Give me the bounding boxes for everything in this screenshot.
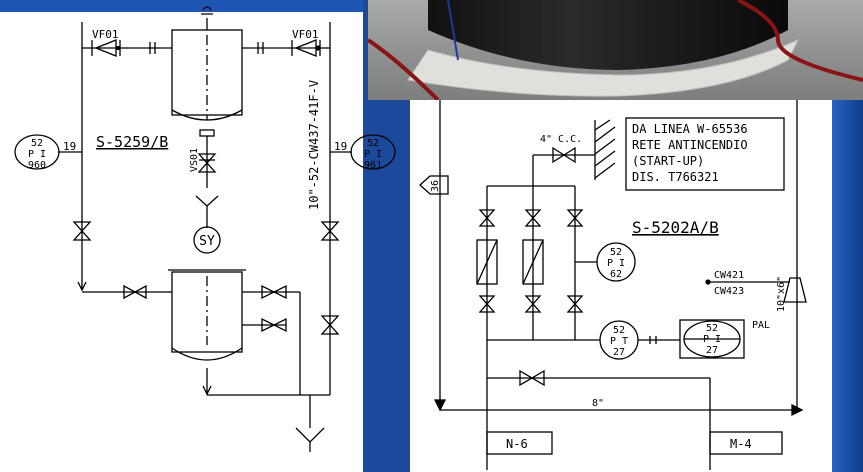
equipment-label-left: S-5259/B [96, 133, 168, 151]
pi-62-fn: P I [607, 258, 625, 269]
note-line-4: DIS. T766321 [632, 170, 719, 184]
check-valve-right [291, 39, 321, 57]
pipe-cc-label: 4" C.C. [540, 134, 582, 145]
pi-960-loop: 52 [31, 138, 43, 149]
equipment-label-right: S-5202A/B [632, 218, 719, 237]
pi-62-loop: 52 [610, 247, 622, 258]
valve-tag-right: VF01 [292, 28, 319, 41]
pi-27-tag: 27 [706, 345, 718, 356]
note-box [625, 117, 785, 191]
box-n6-label: N-6 [506, 437, 528, 451]
arrow-tag-36 [419, 175, 449, 195]
pt-27-fn: P T [610, 336, 628, 347]
sy-circle [193, 226, 221, 254]
drain-tag: VS01 [189, 148, 200, 172]
box-n6 [486, 431, 553, 455]
reducer-size: 10"x6" [776, 276, 787, 312]
top-band [0, 0, 363, 12]
arrow-tag-text: 36 [430, 180, 441, 192]
blue-side-stripe [832, 100, 863, 472]
check-valve-left [91, 39, 121, 57]
pi-960-tag: 960 [28, 160, 46, 171]
note-line-2: RETE ANTINCENDIO [632, 138, 748, 152]
pi-62-bubble [596, 242, 636, 282]
header-size: 8" [592, 398, 604, 409]
tank-photo [368, 0, 863, 100]
pi-960-bubble [14, 134, 60, 170]
pal-label: PAL [752, 320, 770, 331]
cw-a-label: CW421 [714, 270, 744, 281]
valve-tag-left: VF01 [92, 28, 119, 41]
pi-961-fn: P I [364, 149, 382, 160]
pipe-spec: 10"-52-CW437-41F-V [307, 80, 321, 210]
note-line-3: (START-UP) [632, 154, 704, 168]
pi-27-box [679, 319, 745, 359]
pi-961-loop: 52 [367, 138, 379, 149]
box-m4-label: M-4 [730, 437, 752, 451]
note-line-1: DA LINEA W-65536 [632, 122, 748, 136]
pi-960-fn: P I [28, 149, 46, 160]
left-drawing-panel [0, 0, 363, 472]
pi-62-tag: 62 [610, 269, 622, 280]
reducer-symbol [783, 277, 807, 303]
pi-961-tag: 961 [364, 160, 382, 171]
box-m4 [709, 431, 783, 455]
sy-label: SY [199, 234, 215, 249]
pi-961-bubble [350, 134, 396, 170]
pi-27-fn: P I [703, 334, 721, 345]
pt-27-loop: 52 [613, 325, 625, 336]
cw-b-label: CW423 [714, 286, 744, 297]
pt-27-tag: 27 [613, 347, 625, 358]
line-no-right: 19 [334, 140, 347, 153]
pi-27-loop: 52 [706, 323, 718, 334]
line-no-left: 19 [63, 140, 76, 153]
